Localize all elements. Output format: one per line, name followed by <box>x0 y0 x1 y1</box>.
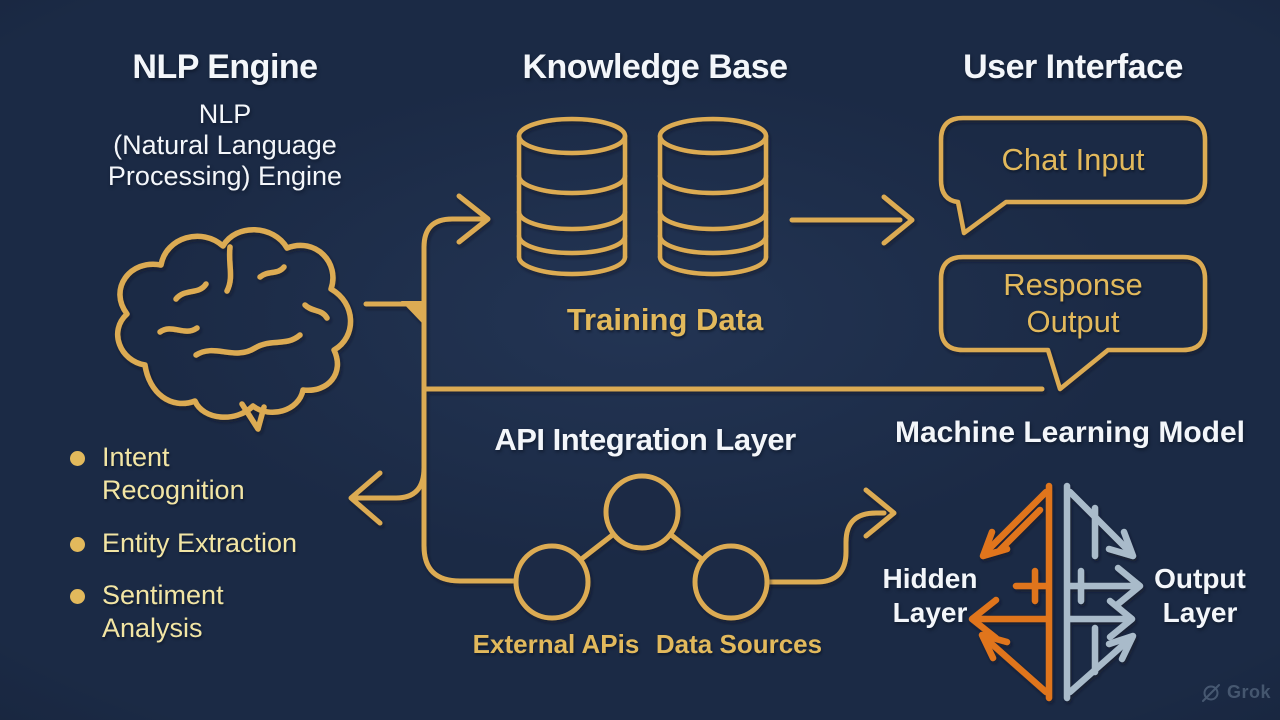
brain-stem <box>239 401 267 432</box>
bullet-dot-icon <box>70 537 85 552</box>
api-node-hub <box>603 473 681 551</box>
arrowhead-to-ml-model <box>863 487 897 539</box>
feature-intent-recognition: Intent Recognition <box>70 441 245 507</box>
chat-input-bubble <box>938 115 1208 236</box>
database-cylinder-left <box>516 116 628 277</box>
api-node-sources <box>692 543 770 621</box>
output-layer-label: Output Layer <box>1154 563 1246 628</box>
arrowhead-to-knowledge-base <box>456 193 491 245</box>
arrowhead-to-features <box>348 470 383 526</box>
junction-wedge <box>401 301 424 325</box>
grok-watermark-text: Grok <box>1227 682 1272 702</box>
nlp-engine-subtitle: NLP (Natural Language Processing) Engine <box>107 99 343 191</box>
speech-bubbles <box>938 115 1208 392</box>
knowledge-base-title: Knowledge Base <box>522 48 788 86</box>
feature-label: Intent Recognition <box>102 442 245 505</box>
feature-label: Entity Extraction <box>102 528 298 558</box>
hidden-layer-label: Hidden Layer <box>882 563 978 628</box>
machine-learning-model-title: Machine Learning Model <box>894 416 1246 449</box>
api-node-external <box>513 543 591 621</box>
hidden-layer-half <box>968 482 1053 702</box>
neural-network-icon <box>968 482 1144 702</box>
arrowhead-to-chat-input <box>881 194 915 246</box>
output-layer-half <box>1063 482 1144 702</box>
brain-icon <box>115 227 354 432</box>
grok-logo-icon <box>1202 683 1220 702</box>
database-cylinder-right <box>657 116 769 277</box>
nlp-engine-title: NLP Engine <box>132 48 318 86</box>
connector-api-to-ml <box>764 510 887 585</box>
feature-label: Sentiment Analysis <box>102 580 224 643</box>
connector-trunk-to-features <box>353 465 427 501</box>
connector-trunk <box>421 216 519 584</box>
api-integration-layer-title: API Integration Layer <box>494 422 796 457</box>
training-data-caption: Training Data <box>566 302 764 337</box>
user-interface-title: User Interface <box>963 48 1183 86</box>
bullet-dot-icon <box>70 451 85 466</box>
chat-input-label: Chat Input <box>1001 142 1145 177</box>
flow-connectors <box>348 193 1045 585</box>
database-cylinders-icon <box>516 116 769 277</box>
feature-entity-extraction: Entity Extraction <box>70 527 297 560</box>
external-apis-label: External APis <box>472 629 640 659</box>
bullet-dot-icon <box>70 589 85 604</box>
response-output-label: Response Output <box>1003 266 1143 339</box>
api-node-network-icon <box>513 473 770 621</box>
response-output-bubble <box>938 254 1208 392</box>
data-sources-label: Data Sources <box>655 629 823 659</box>
grok-watermark: Grok <box>1201 682 1271 703</box>
feature-sentiment-analysis: Sentiment Analysis <box>70 579 224 645</box>
